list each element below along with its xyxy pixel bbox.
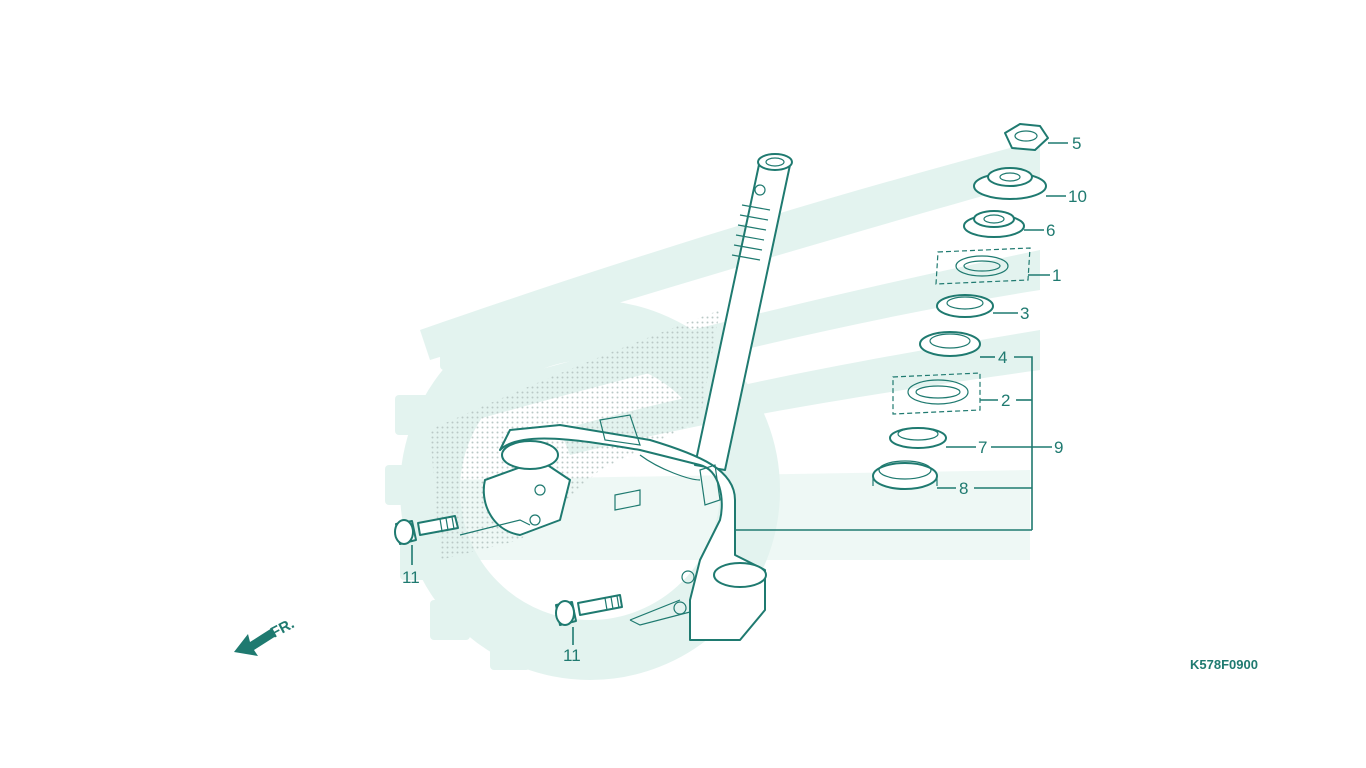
callout-7: 7 [978,438,987,457]
flange-bolt-left [394,515,531,565]
ball-bearing-lower-part [892,372,981,415]
drawing-code: K578F0900 [1190,657,1258,672]
dust-seal-part [889,427,947,449]
callout-3: 3 [1020,304,1029,323]
callout-9: 9 [1054,438,1063,457]
callout-11-right: 11 [563,646,581,665]
bottom-cone-race-part [872,460,938,490]
callout-5: 5 [1072,134,1081,153]
callout-11-left: 11 [402,568,420,587]
direction-arrow-icon [234,628,276,656]
callout-4: 4 [998,348,1007,367]
callout-labels: 5 10 6 1 3 4 2 7 9 8 11 11 [402,134,1087,665]
ball-bearing-upper-part [935,247,1031,285]
callout-8: 8 [959,479,968,498]
callout-1: 1 [1052,266,1061,285]
steering-stem [482,153,1032,641]
leader-lines [937,142,1068,530]
top-ball-race-part [936,294,994,318]
adjusting-nut-part [973,167,1047,200]
top-cone-race-part [963,210,1025,238]
callout-2: 2 [1001,391,1010,410]
callout-6: 6 [1046,221,1055,240]
lock-nut-part [1004,123,1049,151]
flange-bolt-right [555,594,691,645]
callout-10: 10 [1068,187,1087,206]
bottom-ball-race-part [919,331,981,357]
front-direction-indicator: FR. [234,615,297,656]
